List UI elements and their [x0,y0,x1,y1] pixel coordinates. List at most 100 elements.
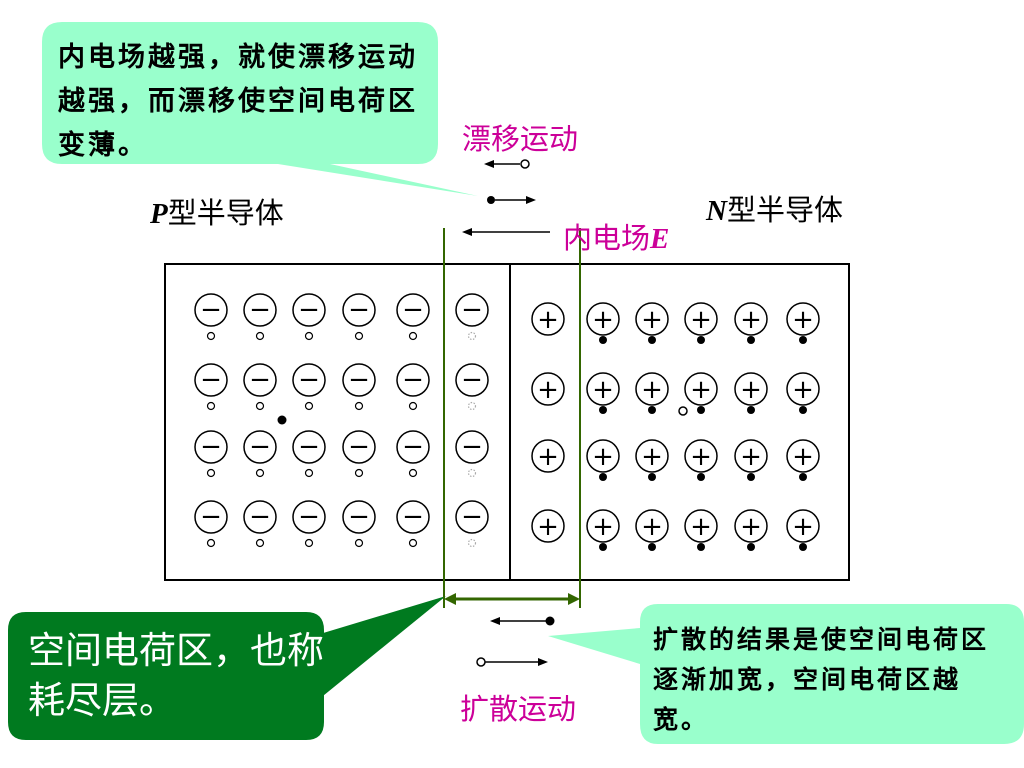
positive-ion-sign: + [792,442,814,472]
electron [799,336,807,344]
positive-ion-sign: + [792,305,814,335]
positive-ion: + [734,439,768,473]
positive-ion: + [786,509,820,543]
positive-ion: + [734,302,768,336]
negative-ion-sign: − [402,502,424,532]
hole-vacated [467,401,477,411]
negative-ion: − [194,430,228,464]
hole [354,468,364,478]
positive-ion-sign: + [690,512,712,542]
negative-ion-sign: − [348,295,370,325]
negative-ion: − [292,363,326,397]
drift-label: 漂移运动 [462,122,579,156]
negative-ion-sign: − [298,502,320,532]
positive-ion-sign: + [641,512,663,542]
p-type-label: P型半导体 [150,190,284,232]
negative-ion: − [292,500,326,534]
positive-ion: + [531,302,565,336]
hole [255,468,265,478]
diffusion-hole-arrow-head [538,658,548,666]
drift-electron-marker [487,196,495,204]
positive-ion-sign: + [537,442,559,472]
p-type-text: 型半导体 [167,196,284,230]
negative-ion: − [396,363,430,397]
positive-ion-sign: + [592,305,614,335]
electron [697,406,705,414]
hole [304,468,314,478]
positive-ion: + [635,439,669,473]
positive-ion-sign: + [740,375,762,405]
field-label: 内电场E [563,215,669,257]
negative-ion: − [342,363,376,397]
positive-ion-sign: + [740,305,762,335]
negative-ion: − [455,293,489,327]
negative-ion: − [194,293,228,327]
negative-ion-sign: − [298,295,320,325]
positive-ion-sign: + [690,442,712,472]
positive-ion: + [635,372,669,406]
positive-ion-sign: + [537,375,559,405]
electron [747,406,755,414]
negative-ion-sign: − [348,502,370,532]
positive-ion: + [531,372,565,406]
hole [304,401,314,411]
negative-ion: − [342,293,376,327]
electron [648,336,656,344]
negative-ion-sign: − [402,432,424,462]
n-type-letter: N [706,195,727,227]
positive-ion-sign: + [740,512,762,542]
hole [408,468,418,478]
right-callout-bubble [548,604,1024,744]
negative-ion: − [396,500,430,534]
electron [648,543,656,551]
hole [255,538,265,548]
negative-ion: − [292,293,326,327]
diffusion-label: 扩散运动 [460,692,577,726]
ion-lattice: −−−−−−++++++−−−−−−++++++−−−−−−++++++−−−−… [194,293,820,551]
negative-ion-sign: − [249,502,271,532]
hole [304,538,314,548]
electron [599,543,607,551]
positive-ion: + [586,372,620,406]
hole [354,538,364,548]
positive-ion: + [786,302,820,336]
p-type-letter: P [150,198,168,230]
positive-ion-sign: + [592,442,614,472]
top-callout-text: 内电场越强，就使漂移运动越强，而漂移使空间电荷区变薄。 [58,42,418,161]
negative-ion-sign: − [461,502,483,532]
negative-ion-sign: − [461,295,483,325]
positive-ion: + [531,509,565,543]
negative-ion-sign: − [348,432,370,462]
negative-ion: − [243,500,277,534]
positive-ion-sign: + [537,512,559,542]
negative-ion-sign: − [461,365,483,395]
negative-ion: − [243,430,277,464]
positive-ion: + [586,302,620,336]
hole-vacated [467,331,477,341]
electron [799,473,807,481]
field-label-text: 内电场 [563,221,651,255]
diffusion-hole-marker [476,657,486,667]
electron [747,336,755,344]
negative-ion-sign: − [402,295,424,325]
hole [255,331,265,341]
positive-ion: + [684,302,718,336]
negative-ion: − [455,500,489,534]
n-type-label: N型半导体 [706,187,843,229]
positive-ion-sign: + [641,305,663,335]
negative-ion-sign: − [298,365,320,395]
negative-ion: − [455,430,489,464]
positive-ion: + [531,439,565,473]
hole [255,401,265,411]
positive-ion-sign: + [641,375,663,405]
hole-vacated [467,538,477,548]
depletion-arrow-head-left [444,593,456,605]
n-type-text: 型半导体 [726,193,843,227]
diffusion-electron-arrow-head [490,617,500,625]
negative-ion: − [194,363,228,397]
negative-ion-sign: − [249,432,271,462]
electron [697,336,705,344]
positive-ion-sign: + [592,512,614,542]
electron [697,473,705,481]
hole [304,331,314,341]
